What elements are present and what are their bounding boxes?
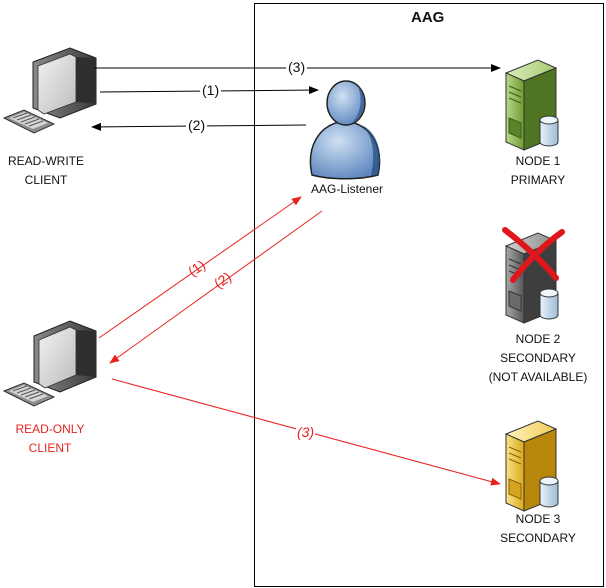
listener-person-icon: [309, 80, 381, 180]
aag-group-frame: [254, 3, 604, 587]
read-only-client-label: READ-ONLY CLIENT: [4, 420, 96, 458]
node2-status: (NOT AVAILABLE): [488, 370, 588, 384]
arrow-label-rw-node1: (3): [286, 59, 308, 75]
node2-name: NODE 2: [515, 332, 561, 346]
node1-label: NODE 1 PRIMARY: [478, 152, 598, 190]
read-only-client-line2: CLIENT: [28, 441, 72, 455]
read-write-client-line1: READ-WRITE: [8, 154, 84, 168]
group-title: AAG: [411, 9, 445, 26]
node2-server-icon: [504, 232, 559, 324]
node3-name: NODE 3: [515, 512, 561, 526]
node3-server-icon: [504, 420, 559, 512]
read-write-client-line2: CLIENT: [24, 173, 68, 187]
node3-role: SECONDARY: [500, 531, 576, 545]
read-write-client-computer-icon: [2, 47, 97, 134]
node2-label: NODE 2 SECONDARY (NOT AVAILABLE): [478, 330, 598, 387]
arrow-label-ro-node3: (3): [296, 424, 316, 440]
arrow-label-listener-rw: (2): [186, 117, 208, 133]
read-only-client-line1: READ-ONLY: [15, 422, 85, 436]
node1-server-icon: [504, 59, 559, 151]
arrow-label-rw-listener: (1): [200, 82, 222, 98]
node1-name: NODE 1: [515, 154, 561, 168]
node3-label: NODE 3 SECONDARY: [478, 510, 598, 548]
unavailable-cross-icon: [502, 227, 565, 283]
arrow-ro-to-listener: [98, 196, 302, 339]
read-only-client-computer-icon: [2, 320, 97, 407]
read-write-client-label: READ-WRITE CLIENT: [0, 152, 92, 190]
arrow-listener-to-ro: [109, 210, 323, 364]
listener-label: AAG-Listener: [310, 182, 384, 196]
node2-role: SECONDARY: [500, 351, 576, 365]
node1-role: PRIMARY: [510, 173, 566, 187]
